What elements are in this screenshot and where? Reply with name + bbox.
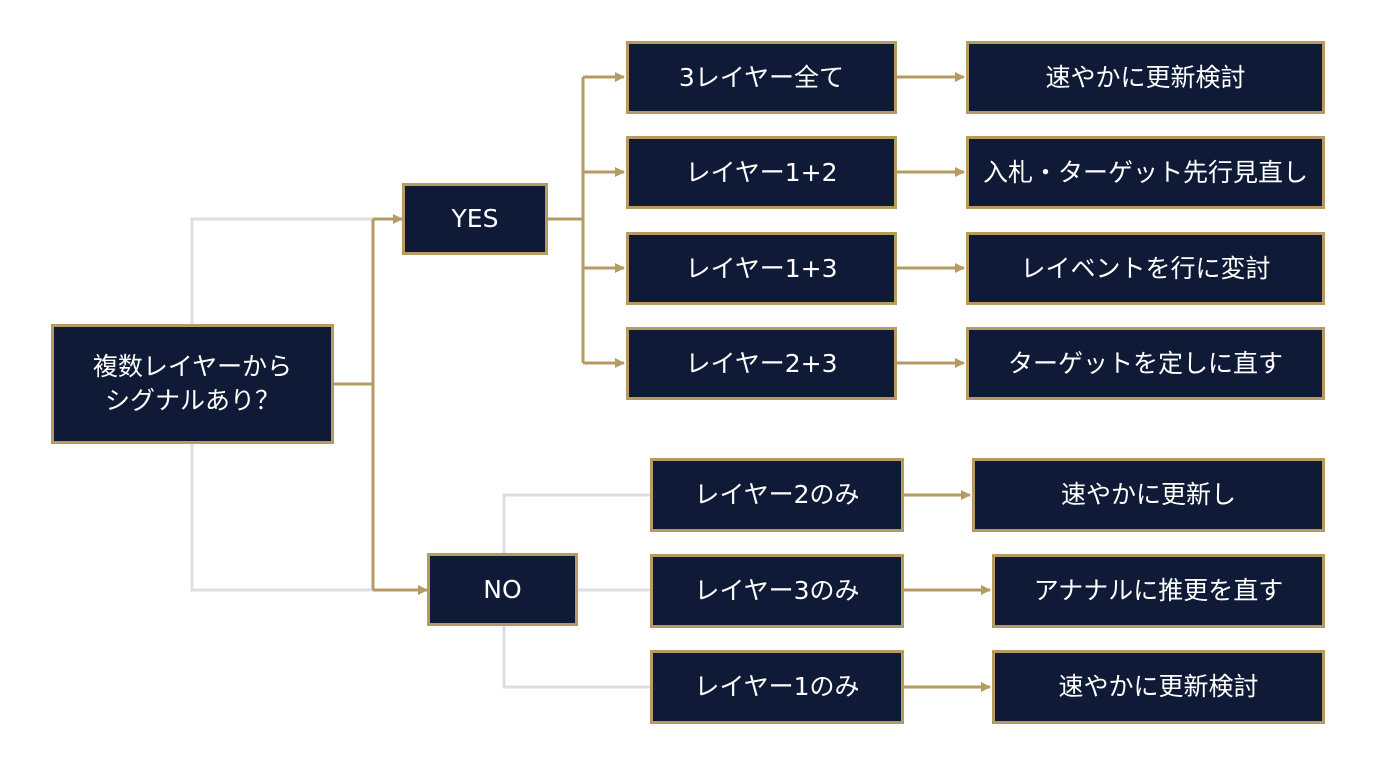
grey-connector-no: [190, 444, 375, 592]
root-question-node: 複数レイヤーから シグナルあり？: [51, 324, 334, 444]
root-question-line2: シグナルあり？: [104, 386, 280, 415]
condition-node-no-3: レイヤー1のみ: [650, 650, 904, 724]
yes-node: YES: [402, 183, 548, 255]
action-node-yes-3: レイベントを行に変討: [966, 232, 1325, 305]
grey-connector-no-bottom: [502, 626, 652, 689]
action-node-yes-2: 入札・ターゲット先行見直し: [966, 136, 1325, 209]
action-node-no-1: 速やかに更新し: [972, 458, 1325, 532]
condition-node-yes-1: 3レイヤー全て: [626, 41, 897, 114]
condition-node-no-2: レイヤー3のみ: [650, 554, 904, 628]
condition-node-yes-4: レイヤー2+3: [626, 327, 897, 400]
action-node-no-2: アナナルに推更を直す: [992, 554, 1325, 628]
action-node-yes-4: ターゲットを定しに直す: [966, 327, 1325, 400]
condition-node-yes-3: レイヤー1+3: [626, 232, 897, 305]
action-node-yes-1: 速やかに更新検討: [966, 41, 1325, 114]
grey-connector-no-top: [502, 493, 652, 553]
no-node: NO: [427, 553, 578, 626]
grey-connector-yes: [190, 217, 375, 324]
condition-node-yes-2: レイヤー1+2: [626, 136, 897, 209]
root-question-line1: 複数レイヤーから: [92, 352, 293, 382]
action-node-no-3: 速やかに更新検討: [992, 650, 1325, 724]
condition-node-no-1: レイヤー2のみ: [650, 458, 904, 532]
